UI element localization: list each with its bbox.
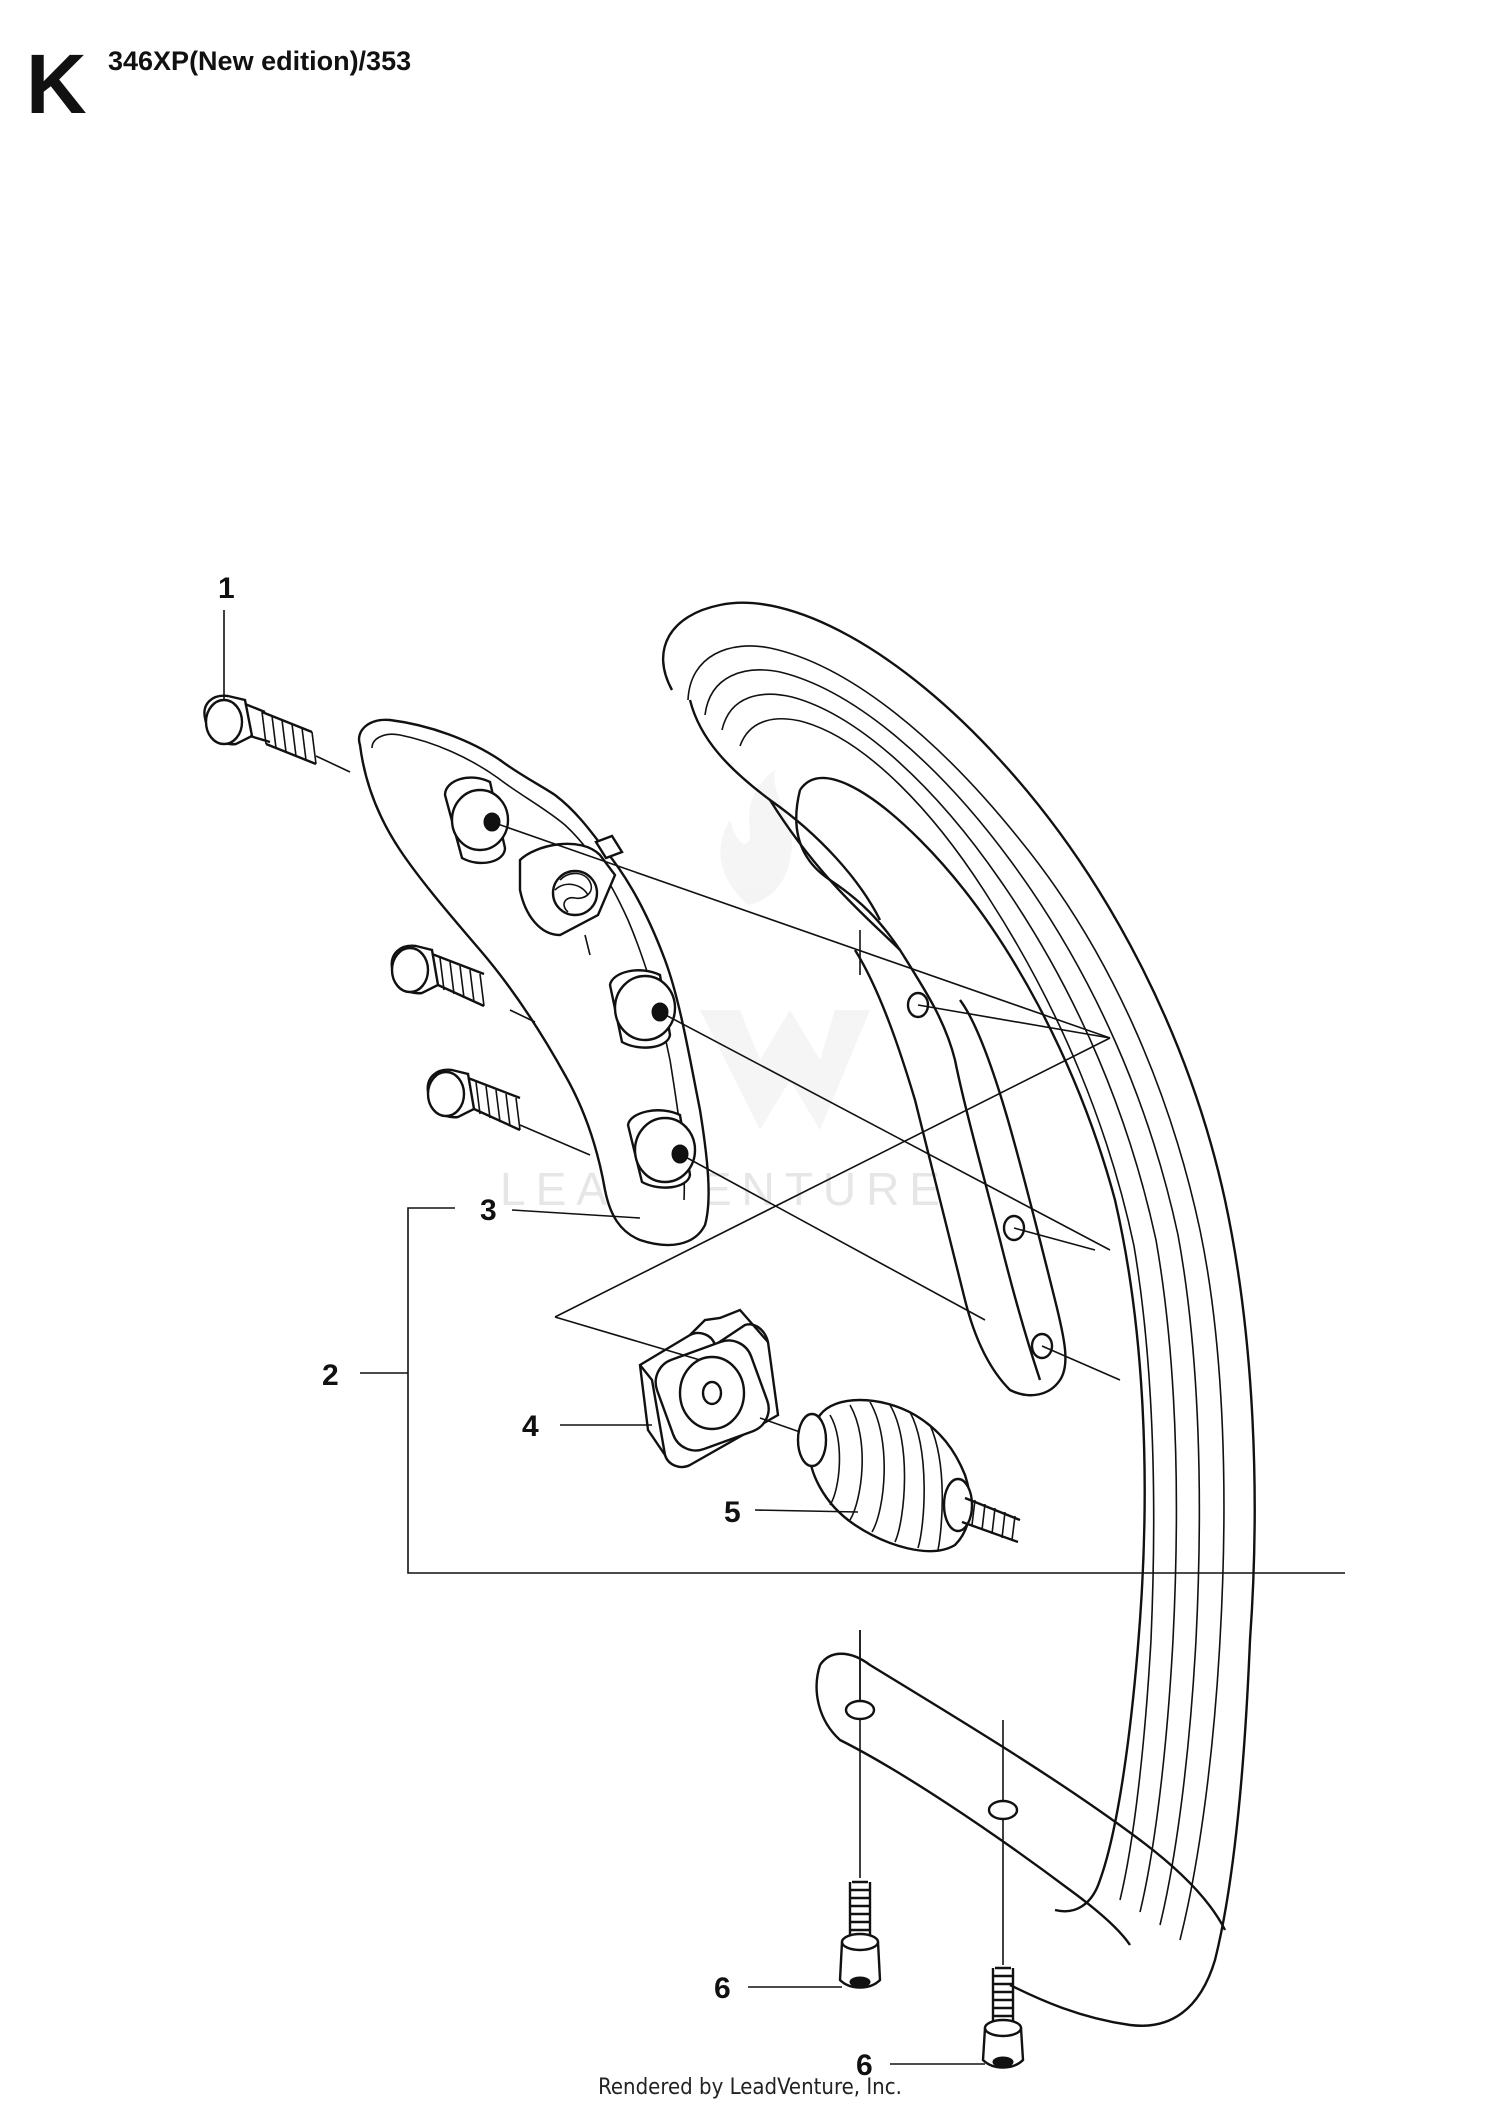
screw-part-1 bbox=[203, 694, 351, 773]
handle-bracket-part-3 bbox=[357, 718, 710, 1247]
av-spring-part-5 bbox=[759, 1398, 1021, 1553]
callout-6-left: 6 bbox=[714, 1972, 731, 2005]
callout-4: 4 bbox=[522, 1410, 539, 1443]
callout-3: 3 bbox=[480, 1194, 497, 1227]
buffer-block-part-4 bbox=[638, 1308, 780, 1469]
assembly-guide-lines bbox=[491, 821, 1121, 1700]
screw-part-6-left bbox=[838, 1720, 882, 1989]
callout-2: 2 bbox=[322, 1359, 339, 1392]
watermark-text: LEADVENTURE bbox=[500, 1163, 950, 1215]
callout-6-right: 6 bbox=[856, 2049, 873, 2082]
screw-part-6-right bbox=[981, 1820, 1025, 2069]
callout-1: 1 bbox=[218, 572, 235, 605]
section-letter: K bbox=[26, 37, 87, 131]
model-title: 346XP(New edition)/353 bbox=[108, 46, 412, 76]
bushing-middle bbox=[608, 969, 677, 1049]
spring-clip bbox=[518, 834, 624, 956]
callout-leaders bbox=[223, 610, 1345, 2065]
callout-5: 5 bbox=[724, 1496, 741, 1529]
bushing-bottom bbox=[626, 1109, 697, 1189]
screw-bracket-middle bbox=[390, 944, 485, 1008]
screw-bracket-lower bbox=[426, 1068, 521, 1132]
rendered-by-footer: Rendered by LeadVenture, Inc. bbox=[598, 2075, 902, 2100]
callout-numbers: 1 2 3 4 5 6 6 bbox=[218, 572, 873, 2082]
